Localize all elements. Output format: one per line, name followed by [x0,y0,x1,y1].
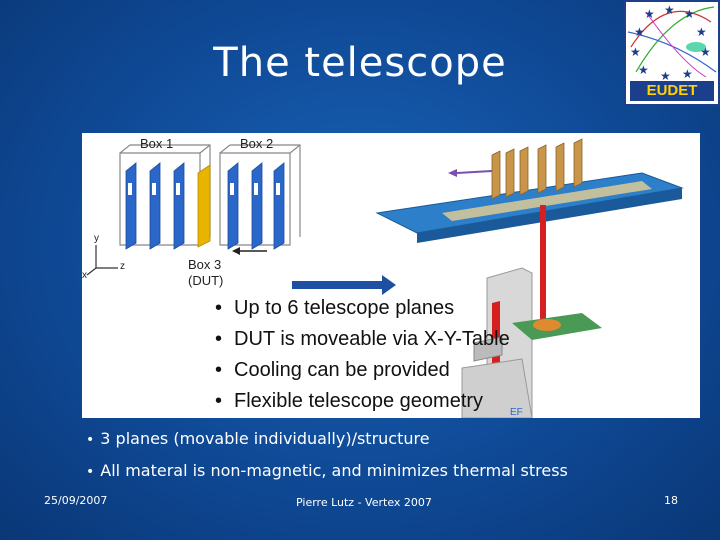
notes-list: 3 planes (movable individually)/structur… [86,424,568,488]
svg-text:★: ★ [696,25,707,39]
telescope-figure: EF Box 1 Box 2 Box 3 (DUT) y z x Up to 6… [82,133,700,418]
svg-text:★: ★ [630,45,641,59]
axis-x-label: x [82,270,87,281]
axis-z-label: z [120,261,125,272]
axis-y-label: y [94,233,99,244]
svg-text:★: ★ [682,67,693,81]
page-number: 18 [664,494,678,507]
svg-text:★: ★ [664,3,675,17]
box3-label: Box 3 [188,257,222,272]
svg-text:★: ★ [660,69,671,82]
dut-label: (DUT) [188,273,224,288]
slide-title: The telescope [213,40,507,86]
feature-item: Cooling can be provided [215,355,510,386]
logo-wordmark: EUDET [630,81,714,101]
note-item: 3 planes (movable individually)/structur… [86,424,568,456]
feature-item: DUT is moveable via X-Y-Table [215,324,510,355]
svg-text:★: ★ [684,7,695,21]
feature-item: Flexible telescope geometry [215,386,510,417]
svg-text:★: ★ [638,63,649,77]
svg-text:★: ★ [644,7,655,21]
box1-label: Box 1 [140,136,174,151]
footer-date: 25/09/2007 [44,494,108,507]
svg-text:EF: EF [510,407,523,418]
note-item: All materal is non-magnetic, and minimiz… [86,456,568,488]
feature-item: Up to 6 telescope planes [215,293,510,324]
eudet-logo: ★ ★ ★ ★ ★ ★ ★ ★ ★ ★ EUDET [624,0,720,106]
box2-label: Box 2 [240,136,274,151]
svg-text:★: ★ [700,45,711,59]
footer-center: Pierre Lutz - Vertex 2007 [296,496,432,509]
svg-text:★: ★ [634,25,645,39]
feature-list: Up to 6 telescope planes DUT is moveable… [215,293,510,417]
